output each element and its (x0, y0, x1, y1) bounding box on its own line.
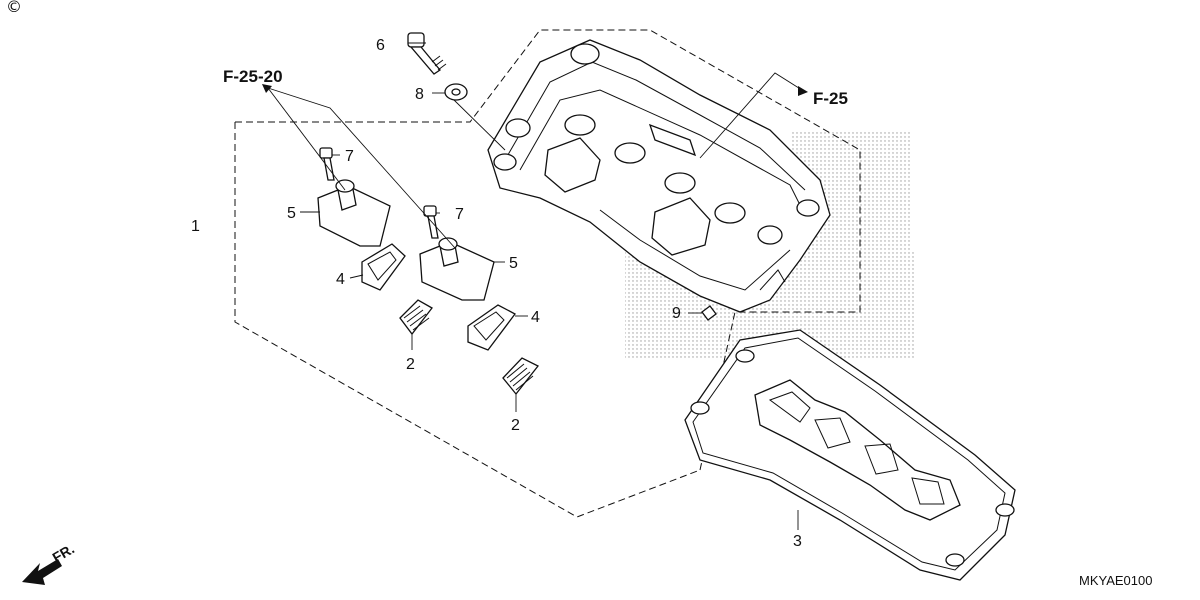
bolt-6 (407, 32, 447, 75)
dowel-pin-9 (701, 305, 717, 321)
callout-4-right: 4 (531, 309, 540, 326)
callout-9: 9 (672, 305, 681, 322)
bolt-7-left (319, 147, 335, 181)
cap-2-right (502, 357, 540, 396)
callout-3: 3 (793, 533, 802, 550)
callout-2-right: 2 (511, 417, 520, 434)
callout-7-left: 7 (345, 148, 354, 165)
coil-cover-5-left (317, 179, 391, 247)
cylinder-head-cover (487, 39, 831, 313)
callout-8: 8 (415, 86, 424, 103)
front-arrow-icon (22, 559, 62, 585)
washer-8 (444, 83, 468, 101)
coil-cover-5-right (419, 237, 495, 301)
cap-2-left (399, 299, 433, 336)
copyright-mark: © (6, 0, 22, 16)
callout-5-right: 5 (509, 255, 518, 272)
diagram-code: MKYAE0100 (1079, 573, 1152, 588)
leader-lines (262, 42, 808, 530)
callout-4-left: 4 (336, 271, 345, 288)
callout-6: 6 (376, 37, 385, 54)
reference-f25: F-25 (813, 89, 848, 108)
reference-f25-20: F-25-20 (223, 67, 283, 86)
grommet-4-right (467, 304, 516, 351)
callout-2-left: 2 (406, 356, 415, 373)
bolt-7-right (423, 205, 439, 239)
grommet-4-left (361, 243, 406, 291)
callout-7-right: 7 (455, 206, 464, 223)
callout-5-left: 5 (287, 205, 296, 222)
callout-1: 1 (191, 218, 200, 235)
cover-gasket (684, 329, 1016, 581)
